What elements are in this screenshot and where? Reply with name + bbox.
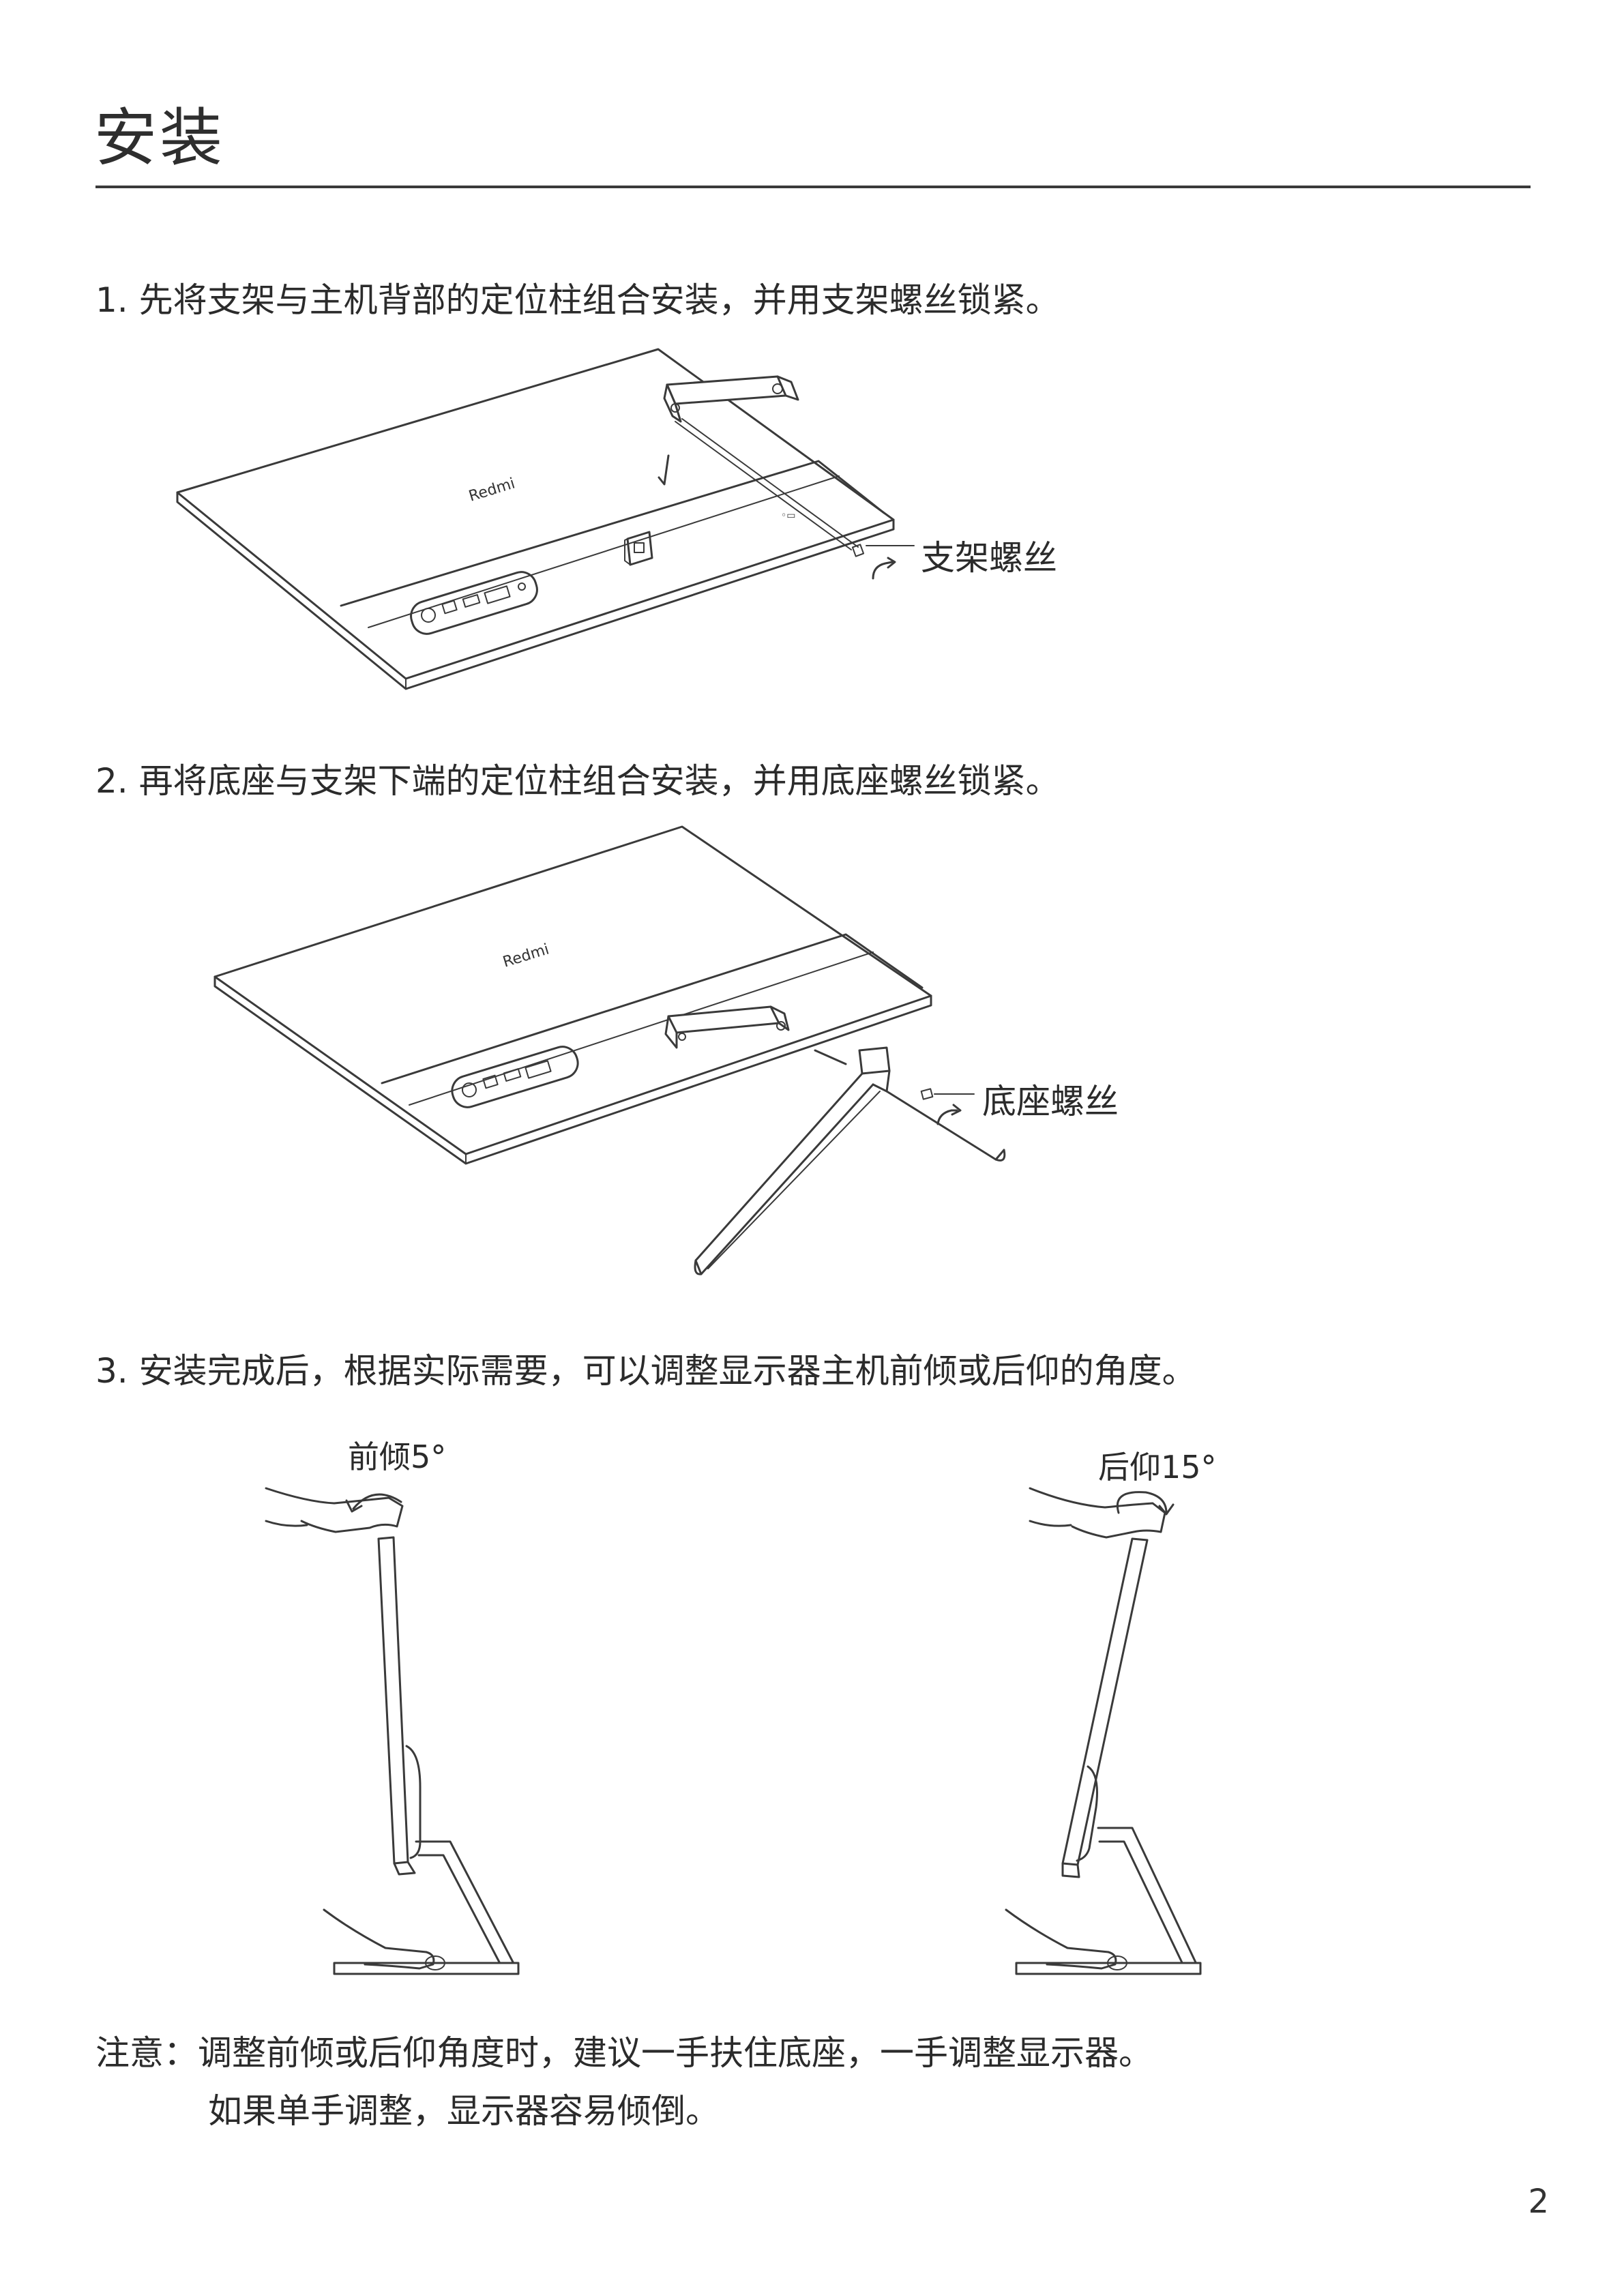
step-1-illustration: Redmi ◦▭ — [164, 341, 969, 696]
brand-logo-1: Redmi — [467, 475, 517, 505]
page-number: 2 — [1528, 2183, 1549, 2221]
step-2-text: 2. 再将底座与支架下端的定位柱组合安装，并用底座螺丝锁紧。 — [95, 761, 1060, 801]
tilt-back-label: 后仰15° — [1098, 1449, 1217, 1486]
title-divider — [95, 186, 1531, 188]
step-1-text: 1. 先将支架与主机背部的定位柱组合安装，并用支架螺丝锁紧。 — [95, 280, 1060, 320]
svg-text:◦▭: ◦▭ — [781, 510, 796, 521]
bracket-screw-callout: 支架螺丝 — [921, 538, 1057, 578]
brand-logo-2: Redmi — [501, 941, 551, 971]
step-3-text: 3. 安装完成后，根据实际需要，可以调整显示器主机前倾或后仰的角度。 — [95, 1351, 1196, 1391]
page-title: 安装 — [94, 102, 226, 175]
tilt-forward-illustration — [259, 1473, 546, 1992]
note-line-1: 注意：调整前倾或后仰角度时，建议一手扶住底座，一手调整显示器。 — [95, 2033, 1153, 2073]
tilt-forward-label: 前倾5° — [348, 1438, 447, 1475]
tilt-back-illustration — [989, 1473, 1275, 1992]
base-screw-callout: 底座螺丝 — [982, 1082, 1119, 1121]
step-2-illustration: Redmi — [205, 818, 1091, 1296]
note-line-2: 如果单手调整，显示器容易倾倒。 — [208, 2091, 720, 2131]
